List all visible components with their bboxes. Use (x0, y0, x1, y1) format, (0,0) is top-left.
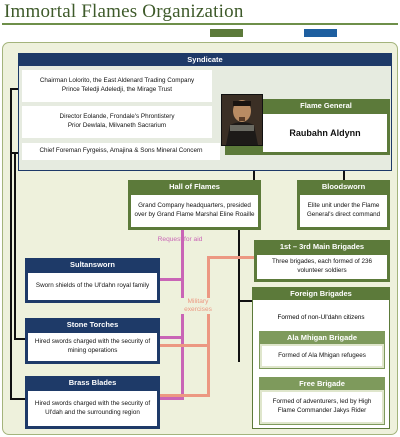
flame-general-header: Flame General (300, 101, 352, 110)
connector-syndicate-bottom-link (10, 152, 22, 154)
request-aid-trunk (181, 230, 184, 400)
syndicate-group-mining: Chief Foreman Fyrgeiss, Amajina & Sons M… (22, 143, 220, 160)
exercises-to-brass-blades (160, 394, 210, 397)
title-rule (2, 23, 398, 25)
flame-general-name: Raubahn Aldynn (263, 114, 387, 152)
brass-blades-header: Brass Blades (68, 378, 117, 387)
connector-bloodsworn-drop (343, 168, 345, 180)
hall-of-flames-box: Hall of Flames Grand Company headquarter… (128, 180, 261, 230)
ala-mhigan-brigade-header: Ala Mhigan Brigade (260, 332, 384, 344)
free-brigade-box: Free Brigade Formed of adventurers, led … (259, 377, 385, 425)
hall-of-flames-header: Hall of Flames (169, 182, 220, 191)
free-brigade-desc: Formed of adventurers, led by High Flame… (262, 392, 382, 422)
main-brigades-box: 1st – 3rd Main Brigades Three brigades, … (254, 240, 390, 282)
exercises-to-stone-torches (160, 344, 210, 347)
stone-torches-desc: Hired swords charged with the security o… (28, 333, 157, 361)
request-aid-to-sultansworn (160, 278, 184, 281)
connector-hall-to-foreign (238, 300, 252, 302)
foreign-brigades-desc: Formed of non-Ul'dahn citizens (277, 314, 365, 321)
main-brigades-header: 1st – 3rd Main Brigades (279, 242, 365, 251)
stone-torches-header: Stone Torches (66, 320, 119, 329)
ala-mhigan-brigade-desc: Formed of Ala Mhigan refugees (262, 346, 382, 366)
free-brigade-header: Free Brigade (260, 378, 384, 390)
military-exercises-label: Military exercises (176, 298, 220, 314)
portrait-icon (221, 94, 263, 146)
main-brigades-desc: Three brigades, each formed of 236 volun… (257, 255, 387, 279)
brass-blades-box: Brass Blades Hired swords charged with t… (25, 376, 160, 429)
exercises-trunk (207, 256, 210, 397)
bloodsworn-desc: Elite unit under the Flame General's dir… (300, 195, 387, 227)
brass-blades-desc: Hired swords charged with the security o… (28, 391, 157, 426)
legend-chip-olive (210, 29, 243, 37)
connector-stone-torches-link (14, 338, 26, 340)
connector-brass-blades-link (10, 398, 26, 400)
stone-torches-box: Stone Torches Hired swords charged with … (25, 318, 160, 364)
request-aid-to-brass-blades (160, 397, 184, 400)
syndicate-member-fyrgeiss: Chief Foreman Fyrgeiss, Amajina & Sons M… (39, 147, 203, 155)
foreign-brigades-header: Foreign Brigades (253, 288, 389, 300)
sultansworn-box: Sultansworn Sworn shields of the Ul'dahn… (25, 258, 160, 303)
page-title: Immortal Flames Organization (4, 1, 244, 22)
bloodsworn-header: Bloodsworn (321, 182, 366, 191)
sultansworn-desc: Sworn shields of the Ul'dahn royal famil… (28, 273, 157, 300)
request-for-aid-label: Request for aid (157, 236, 203, 243)
connector-syndicate-top-link (10, 88, 22, 90)
connector-hall-trunk (238, 230, 240, 362)
syndicate-member-lolorito: Chairman Lolorito, the East Aldenard Tra… (39, 77, 195, 85)
connector-stone-torches-trunk (14, 152, 16, 340)
syndicate-member-dewlala: Prior Dewlala, Milvaneth Sacrarium (67, 122, 167, 129)
hall-of-flames-desc: Grand Company headquarters, presided ove… (131, 195, 258, 227)
request-aid-to-stone-torches (160, 336, 184, 339)
bloodsworn-box: Bloodsworn Elite unit under the Flame Ge… (297, 180, 390, 230)
legend-chip-blue (304, 29, 337, 37)
exercises-from-main (207, 256, 254, 259)
connector-syndicate-left-trunk (10, 88, 12, 400)
syndicate-header: Syndicate (19, 54, 391, 66)
sultansworn-header: Sultansworn (69, 260, 115, 269)
ala-mhigan-brigade-box: Ala Mhigan Brigade Formed of Ala Mhigan … (259, 331, 385, 369)
syndicate-member-eolande: Director Eolande, Frondale's Phrontister… (59, 113, 175, 121)
syndicate-group-trading: Chairman Lolorito, the East Aldenard Tra… (22, 70, 212, 102)
syndicate-member-teledji: Prince Teledji Adeledji, the Mirage Trus… (61, 86, 173, 93)
syndicate-group-scholars: Director Eolande, Frondale's Phrontister… (22, 106, 212, 138)
